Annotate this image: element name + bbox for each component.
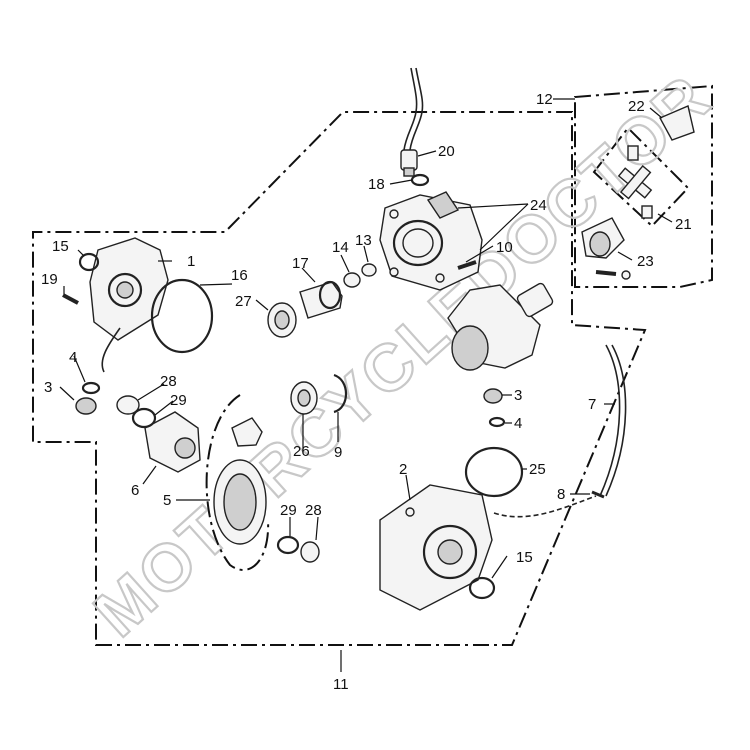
cross-spider-21: [617, 145, 653, 219]
callout-8: 8: [557, 486, 565, 503]
vent-hose-7: [599, 344, 621, 497]
callout-29-left: 29: [170, 392, 187, 409]
callout-28-left: 28: [160, 373, 177, 390]
speed-sensor: [400, 149, 418, 177]
callout-28-mid: 28: [305, 502, 322, 519]
bolt-19: [62, 293, 79, 305]
callout-26: 26: [293, 443, 310, 460]
callout-7: 7: [588, 396, 596, 413]
ring-gear-group-outline: [205, 394, 270, 571]
seal-15-right: [468, 576, 496, 600]
plug-3-right: [483, 388, 503, 404]
vent-hose-7-inner: [605, 344, 627, 497]
callout-12: 12: [536, 91, 553, 108]
callout-5: 5: [163, 492, 171, 509]
shim-29-left: [131, 407, 157, 429]
needle-bearing-27: [267, 302, 297, 338]
pinion-housing: [379, 191, 483, 291]
callout-14: 14: [332, 239, 349, 256]
callout-9: 9: [334, 444, 342, 461]
callout-15-right: 15: [516, 549, 533, 566]
nut-13: [361, 263, 377, 277]
clamp-8: [591, 490, 605, 499]
leader-lines: [59, 98, 673, 672]
callout-3-left: 3: [44, 379, 52, 396]
callout-29-mid: 29: [280, 502, 297, 519]
o-ring-18: [410, 173, 430, 187]
callout-2: 2: [399, 461, 407, 478]
callout-11: 11: [333, 676, 349, 693]
callout-18: 18: [368, 176, 385, 193]
callout-25: 25: [529, 461, 546, 478]
yoke-23: [581, 217, 625, 259]
o-ring-4-right: [488, 416, 506, 428]
plug-3-left: [75, 397, 97, 415]
callout-21: 21: [675, 216, 692, 233]
callout-4-left: 4: [69, 349, 77, 366]
assembly-11-boundary: [32, 111, 647, 646]
yoke-22: [659, 105, 695, 141]
bolt-23: [595, 270, 617, 276]
o-ring-25: [464, 446, 524, 498]
assembly-12-boundary: [574, 84, 713, 288]
shim-29-mid: [276, 535, 300, 555]
nut-23: [621, 270, 631, 280]
callout-3-right: 3: [514, 387, 522, 404]
callout-19: 19: [41, 271, 58, 288]
diff-carrier-6: [144, 411, 201, 473]
callout-13: 13: [355, 232, 372, 249]
callout-10: 10: [496, 239, 513, 256]
callout-17: 17: [292, 255, 309, 272]
callout-1: 1: [187, 253, 195, 270]
subassembly-21-boundary: [592, 126, 690, 228]
o-ring-4-left: [81, 381, 101, 395]
sensor-cable-inner: [403, 67, 418, 151]
drive-pinion-gear: [447, 282, 554, 371]
callout-24: 24: [530, 197, 547, 214]
bearing-28-mid: [300, 541, 320, 563]
callout-4-right: 4: [514, 415, 522, 432]
callout-22: 22: [628, 98, 645, 115]
diff-cover-1: [89, 237, 169, 341]
vent-line: [493, 495, 597, 518]
callout-16: 16: [231, 267, 248, 284]
seal-15-top: [78, 252, 100, 272]
callout-27: 27: [235, 293, 252, 310]
final-drive-housing-2: [379, 484, 493, 611]
callout-15-top: 15: [52, 238, 69, 255]
washer-14: [343, 272, 361, 288]
callout-20: 20: [438, 143, 455, 160]
circlip-9: [333, 373, 348, 414]
sensor-cable: [409, 67, 424, 151]
bolt-10: [457, 260, 477, 270]
ring-gear-5: [213, 459, 267, 545]
breather-line: [101, 327, 121, 373]
bearing-28-left: [116, 395, 140, 415]
bevel-pinion: [231, 417, 263, 447]
o-ring-16: [150, 278, 214, 354]
coupler-17: [299, 280, 343, 319]
callout-6: 6: [131, 482, 139, 499]
callout-23: 23: [637, 253, 654, 270]
callout-labels: 1 2 3 3 4 4 5 6 7 8 9 10 11 12 13 14 15 …: [41, 91, 692, 693]
bearing-26: [290, 381, 318, 415]
